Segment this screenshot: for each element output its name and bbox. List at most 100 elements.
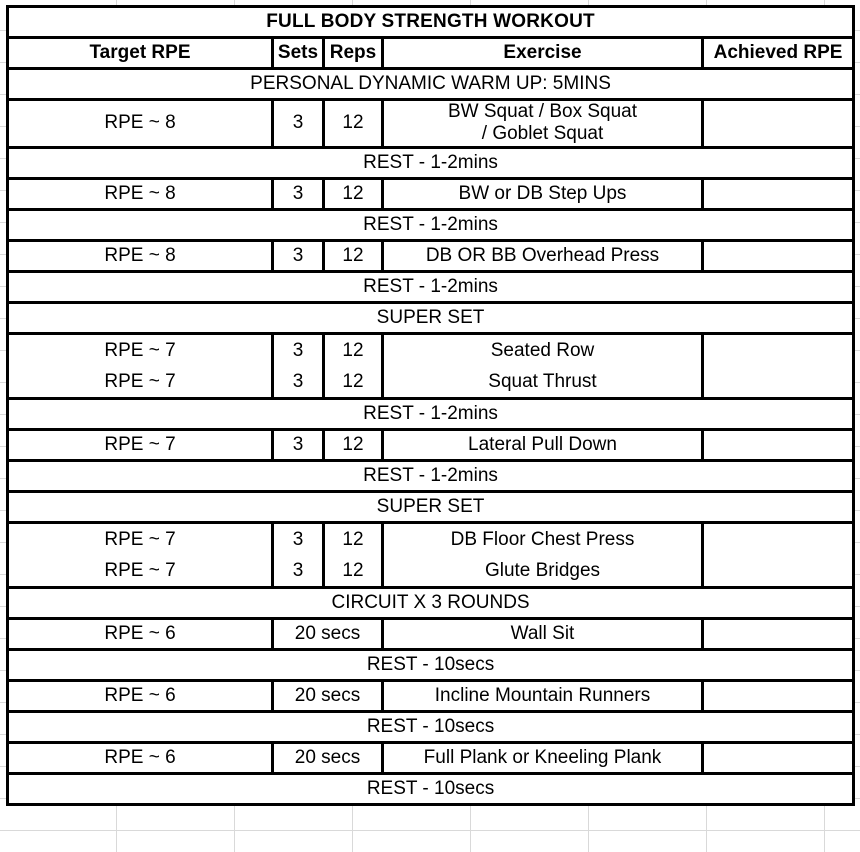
group-band-label: SUPER SET (5, 489, 856, 524)
cell-reps-pair: 12 12 (322, 331, 384, 400)
rest-band-row: REST - 10secs (5, 771, 856, 806)
cell-reps-b: 12 (342, 559, 364, 581)
cell-sets-pair: 3 3 (271, 520, 325, 589)
cell-sets: 3 (271, 427, 325, 462)
cell-exercise: Wall Sit (381, 616, 704, 651)
group-band-label: SUPER SET (5, 300, 856, 335)
cell-achieved-rpe[interactable] (702, 678, 856, 713)
workout-table-container: FULL BODY STRENGTH WORKOUT Target RPE Se… (5, 5, 856, 806)
cell-exercise-b: Squat Thrust (488, 370, 597, 392)
cell-reps: 12 (322, 176, 384, 211)
cell-reps-b: 12 (342, 370, 364, 392)
cell-exercise: Full Plank or Kneeling Plank (381, 740, 704, 775)
cell-sets-a: 3 (292, 528, 304, 550)
rest-band-row: REST - 10secs (5, 647, 856, 682)
cell-duration: 20 secs (271, 678, 384, 713)
workout-table-body: FULL BODY STRENGTH WORKOUT Target RPE Se… (5, 5, 856, 806)
rest-band-label: REST - 1-2mins (5, 269, 856, 304)
cell-target-rpe-pair: RPE ~ 7 RPE ~ 7 (6, 520, 274, 589)
table-row: RPE ~ 8 3 12 DB OR BB Overhead Press (6, 238, 856, 273)
header-row: Target RPE Sets Reps Exercise Achieved R… (6, 36, 856, 70)
cell-target-rpe: RPE ~ 6 (6, 616, 274, 651)
cell-achieved-rpe[interactable] (700, 331, 856, 400)
column-header-achieved-rpe: Achieved RPE (700, 36, 856, 70)
rest-band-row: REST - 1-2mins (5, 207, 856, 242)
cell-exercise-pair: Seated Row Squat Thrust (381, 331, 704, 400)
cell-reps: 12 (322, 427, 384, 462)
superset-pair-row: RPE ~ 7 RPE ~ 7 3 3 12 12 Seated Row Squ… (6, 331, 856, 400)
rest-band-label: REST - 1-2mins (5, 207, 856, 242)
column-header-sets: Sets (271, 36, 325, 70)
workout-table: FULL BODY STRENGTH WORKOUT Target RPE Se… (5, 5, 856, 806)
group-band-label: CIRCUIT X 3 ROUNDS (5, 585, 856, 620)
rest-band-label: REST - 1-2mins (5, 145, 856, 180)
table-row: RPE ~ 7 3 12 Lateral Pull Down (6, 427, 856, 462)
cell-exercise-a: Seated Row (490, 339, 595, 361)
rest-band-label: REST - 10secs (5, 771, 856, 806)
cell-achieved-rpe[interactable] (702, 740, 856, 775)
exercise-line-2: / Goblet Squat (481, 123, 604, 145)
cell-reps-a: 12 (342, 339, 364, 361)
cell-achieved-rpe[interactable] (700, 98, 856, 149)
rest-band-label: REST - 1-2mins (5, 396, 856, 431)
title-row: FULL BODY STRENGTH WORKOUT (5, 5, 856, 39)
rest-band-row: REST - 1-2mins (5, 269, 856, 304)
cell-target-rpe-b: RPE ~ 7 (104, 370, 176, 392)
cell-achieved-rpe[interactable] (700, 520, 856, 589)
cell-sets-b: 3 (292, 370, 304, 392)
column-header-exercise: Exercise (381, 36, 704, 70)
cell-reps-pair: 12 12 (322, 520, 384, 589)
cell-sets-b: 3 (292, 559, 304, 581)
rest-band-row: REST - 1-2mins (5, 145, 856, 180)
cell-achieved-rpe[interactable] (700, 176, 856, 211)
cell-target-rpe: RPE ~ 8 (6, 238, 274, 273)
table-row: RPE ~ 8 3 12 BW Squat / Box Squat / Gobl… (6, 98, 856, 149)
cell-sets-pair: 3 3 (271, 331, 325, 400)
rest-band-row: REST - 10secs (5, 709, 856, 744)
table-row: RPE ~ 8 3 12 BW or DB Step Ups (6, 176, 856, 211)
cell-target-rpe: RPE ~ 6 (6, 678, 274, 713)
superset-pair-row: RPE ~ 7 RPE ~ 7 3 3 12 12 DB Floor Chest… (6, 520, 856, 589)
exercise-line-1: BW Squat / Box Squat (447, 101, 638, 122)
cell-achieved-rpe[interactable] (700, 238, 856, 273)
cell-target-rpe: RPE ~ 8 (6, 98, 274, 149)
cell-exercise-pair: DB Floor Chest Press Glute Bridges (381, 520, 704, 589)
cell-sets: 3 (271, 238, 325, 273)
cell-exercise: BW Squat / Box Squat / Goblet Squat (381, 98, 704, 149)
cell-sets: 3 (271, 176, 325, 211)
group-band-row: CIRCUIT X 3 ROUNDS (5, 585, 856, 620)
cell-sets-a: 3 (292, 339, 304, 361)
column-header-target-rpe: Target RPE (6, 36, 274, 70)
cell-target-rpe: RPE ~ 6 (6, 740, 274, 775)
cell-exercise: BW or DB Step Ups (381, 176, 704, 211)
cell-achieved-rpe[interactable] (702, 616, 856, 651)
rest-band-label: REST - 10secs (5, 647, 856, 682)
cell-achieved-rpe[interactable] (700, 427, 856, 462)
cell-exercise: Incline Mountain Runners (381, 678, 704, 713)
cell-duration: 20 secs (271, 740, 384, 775)
document-title: FULL BODY STRENGTH WORKOUT (5, 5, 856, 39)
column-header-reps: Reps (322, 36, 384, 70)
cell-target-rpe: RPE ~ 7 (6, 427, 274, 462)
cell-target-rpe-b: RPE ~ 7 (104, 559, 176, 581)
rest-band-row: REST - 1-2mins (5, 458, 856, 493)
cell-exercise: DB OR BB Overhead Press (381, 238, 704, 273)
cell-target-rpe-a: RPE ~ 7 (104, 339, 176, 361)
rest-band-row: REST - 1-2mins (5, 396, 856, 431)
circuit-row: RPE ~ 6 20 secs Wall Sit (6, 616, 856, 651)
warmup-band-row: PERSONAL DYNAMIC WARM UP: 5MINS (5, 67, 856, 101)
cell-reps-a: 12 (342, 528, 364, 550)
cell-exercise: Lateral Pull Down (381, 427, 704, 462)
group-band-row: SUPER SET (5, 489, 856, 524)
cell-exercise-a: DB Floor Chest Press (450, 528, 635, 550)
cell-target-rpe-a: RPE ~ 7 (104, 528, 176, 550)
warmup-band-label: PERSONAL DYNAMIC WARM UP: 5MINS (5, 67, 856, 101)
rest-band-label: REST - 1-2mins (5, 458, 856, 493)
cell-reps: 12 (322, 98, 384, 149)
circuit-row: RPE ~ 6 20 secs Incline Mountain Runners (6, 678, 856, 713)
cell-target-rpe: RPE ~ 8 (6, 176, 274, 211)
cell-target-rpe-pair: RPE ~ 7 RPE ~ 7 (6, 331, 274, 400)
circuit-row: RPE ~ 6 20 secs Full Plank or Kneeling P… (6, 740, 856, 775)
cell-reps: 12 (322, 238, 384, 273)
cell-sets: 3 (271, 98, 325, 149)
